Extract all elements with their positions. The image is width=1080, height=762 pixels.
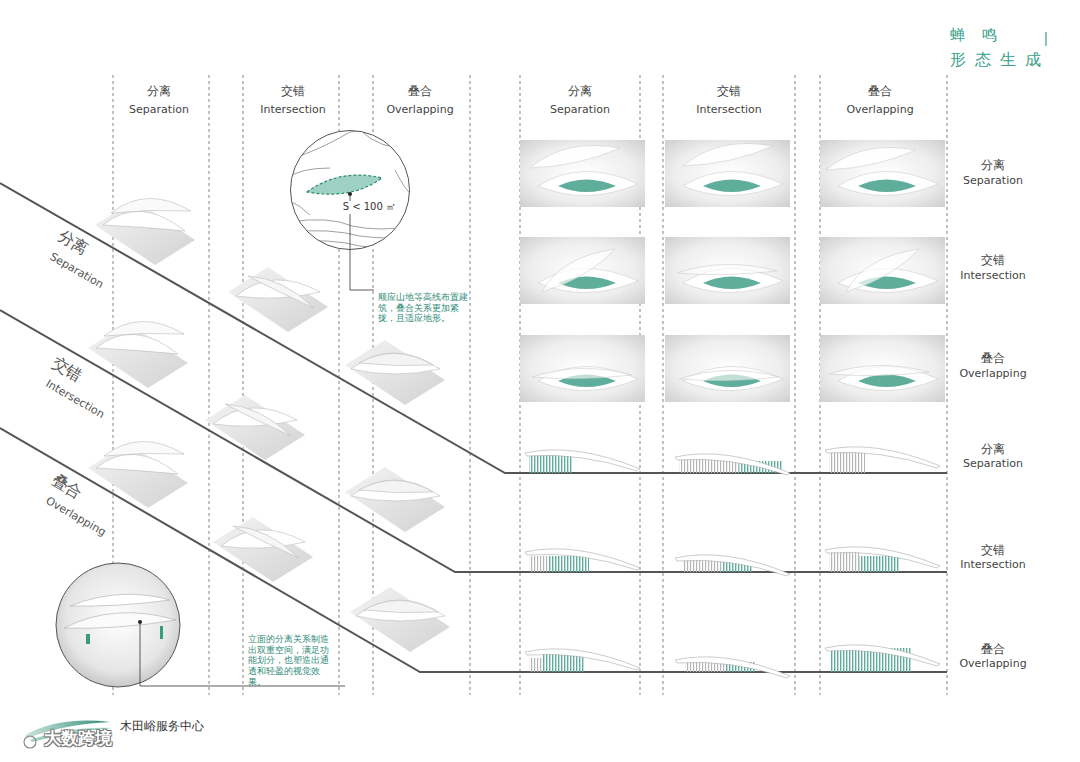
column-header: 分离 <box>568 84 592 99</box>
column-header-en: Overlapping <box>386 103 453 117</box>
project-name: 木田峪服务中心 <box>120 719 204 734</box>
column-header-en: Separation <box>129 103 189 117</box>
column-header: 叠合 <box>868 84 892 99</box>
area-label: S < 100 ㎡ <box>341 201 398 214</box>
row-label: 分离 <box>981 158 1005 173</box>
elevation-circle <box>56 563 345 687</box>
row-label: 交错 <box>981 543 1005 558</box>
column-header-en: Intersection <box>696 103 761 117</box>
site-circle-node: S < 100 ㎡ <box>290 130 410 250</box>
row-label: 分离 <box>981 442 1005 457</box>
plan-renders <box>520 140 945 402</box>
watermark: 大数跨境 <box>44 728 112 749</box>
logo <box>24 32 1046 748</box>
column-header-en: Separation <box>550 103 610 117</box>
column-header-en: Overlapping <box>846 103 913 117</box>
row-label-en: Separation <box>963 457 1023 471</box>
ground-lines <box>0 183 947 672</box>
annotation-note: 立面的分离关系制造出双重空间，满足功能划分，也塑造出通透和轻盈的视觉效果。 <box>248 634 336 687</box>
column-header: 分离 <box>147 84 171 99</box>
row-label-en: Intersection <box>960 269 1025 283</box>
column-header: 叠合 <box>408 84 432 99</box>
row-label: 交错 <box>981 253 1005 268</box>
circle-outline <box>290 130 410 250</box>
column-header-en: Intersection <box>260 103 325 117</box>
title: 形 态 生 成 <box>950 50 1043 70</box>
row-label-en: Overlapping <box>959 367 1026 381</box>
row-label: 叠合 <box>981 642 1005 657</box>
brand-mark: 蝉 鸣 <box>950 26 1003 45</box>
elevations <box>525 447 940 678</box>
dashed-columns <box>113 75 947 695</box>
column-header: 交错 <box>717 84 741 99</box>
row-label: 叠合 <box>981 351 1005 366</box>
site-circle <box>288 130 412 290</box>
annotation-note: 顺应山地等高线布置建筑，叠合关系更加紧拢，且适应地形。 <box>378 292 468 324</box>
row-label-en: Intersection <box>960 558 1025 572</box>
row-label-en: Overlapping <box>959 657 1026 671</box>
column-header: 交错 <box>281 84 305 99</box>
row-label-en: Separation <box>963 174 1023 188</box>
